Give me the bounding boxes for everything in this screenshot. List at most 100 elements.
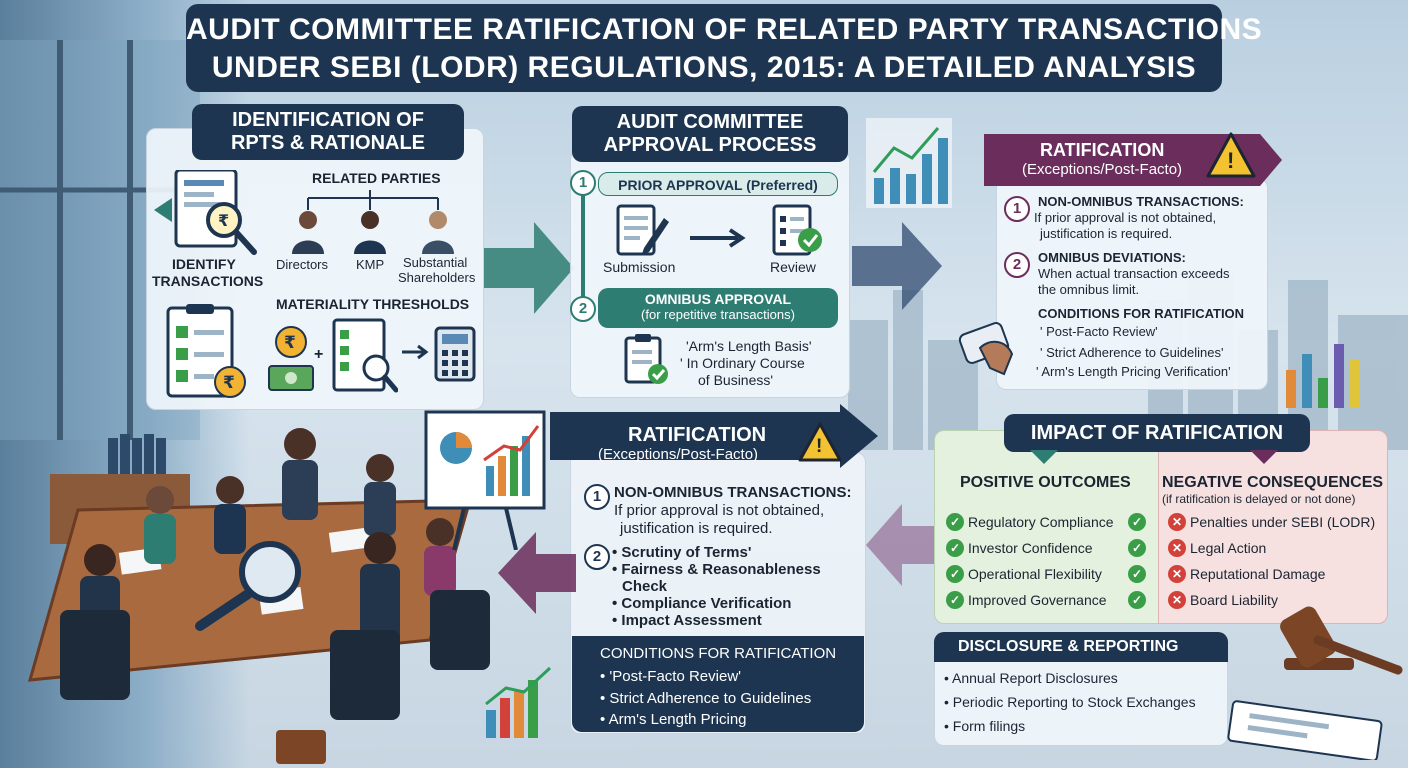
approval-header-line-1: AUDIT COMMITTEE	[616, 111, 804, 133]
condition-arms-length-center: • Arm's Length Pricing	[600, 711, 747, 728]
step-1-number: 1	[570, 170, 596, 196]
checklist-icon: ₹	[166, 304, 246, 398]
disclosure-header: DISCLOSURE & REPORTING	[958, 638, 1179, 655]
impact-header-pointers	[1030, 450, 1278, 464]
compliance-bullet: • Compliance Verification	[612, 595, 792, 612]
condition-arms-length-right: ' Arm's Length Pricing Verification'	[1036, 364, 1231, 379]
related-parties-label: RELATED PARTIES	[312, 170, 441, 186]
conditions-title-center: CONDITIONS FOR RATIFICATION	[600, 645, 837, 662]
warning-mark-center: !	[816, 436, 823, 457]
flow-arrow-purple-left	[498, 532, 576, 614]
flow-arrow-navy	[852, 222, 942, 310]
document-search-icon: ₹	[154, 170, 257, 255]
identification-header: IDENTIFICATION OF RPTS & RATIONALE	[192, 104, 464, 160]
approval-header: AUDIT COMMITTEE APPROVAL PROCESS	[572, 106, 848, 162]
growth-chart-icon	[485, 666, 552, 738]
bar-chart-icon	[866, 118, 952, 208]
ratification-center-subtitle: (Exceptions/Post-Facto)	[598, 446, 759, 463]
ratification-center-header-bg	[550, 404, 878, 468]
arrow-right-icon	[402, 344, 429, 360]
person-icon	[354, 211, 386, 254]
flow-arrow-teal	[484, 222, 574, 314]
page-title: AUDIT COMMITTEE RATIFICATION OF RELATED …	[186, 4, 1263, 92]
cross-icon: ✕	[1168, 539, 1186, 557]
calculator-icon	[434, 326, 476, 382]
non-omnibus-title-right: NON-OMNIBUS TRANSACTIONS:	[1038, 194, 1244, 209]
rupee-coin-icon: ₹	[268, 326, 314, 391]
check-icon: ✓	[1128, 539, 1146, 557]
condition-post-facto-center: • 'Post-Facto Review'	[600, 668, 742, 685]
disclosure-item-1: • Annual Report Disclosures	[944, 670, 1118, 686]
party-directors: Directors	[276, 257, 329, 272]
negative-item-4: Board Liability	[1190, 592, 1278, 608]
impact-header: IMPACT OF RATIFICATION	[1004, 414, 1310, 452]
warning-icon	[798, 422, 842, 462]
person-icon	[422, 211, 454, 254]
handshake-icon	[958, 322, 1014, 376]
criterion-ordinary-course-2: of Business'	[698, 372, 774, 388]
ratification-center-num-2: 2	[584, 544, 610, 570]
prior-approval-pill: PRIOR APPROVAL (Preferred)	[598, 172, 838, 196]
check-icon: ✓	[946, 565, 964, 583]
identification-header-line-2: RPTS & RATIONALE	[230, 132, 426, 154]
omnibus-deviations-line-2: the omnibus limit.	[1038, 282, 1140, 297]
cross-icon: ✕	[1168, 591, 1186, 609]
check-icon: ✓	[946, 539, 964, 557]
title-line-2: UNDER SEBI (LODR) REGULATIONS, 2015: A D…	[211, 51, 1197, 84]
conditions-title-right: CONDITIONS FOR RATIFICATION	[1038, 306, 1245, 321]
omnibus-deviations-title: OMNIBUS DEVIATIONS:	[1038, 250, 1186, 265]
svg-text:₹: ₹	[284, 333, 296, 353]
cross-icon: ✕	[1168, 513, 1186, 531]
materiality-label: MATERIALITY THRESHOLDS	[276, 296, 470, 312]
non-omnibus-line-1-center: If prior approval is not obtained,	[614, 502, 825, 519]
checklist-icon	[332, 318, 398, 393]
review-checklist-icon	[772, 204, 822, 256]
warning-icon	[1206, 132, 1256, 178]
ratification-right-title: RATIFICATION	[1040, 140, 1165, 160]
negative-item-1: Penalties under SEBI (LODR)	[1190, 514, 1376, 530]
omnibus-deviations-line-1: When actual transaction exceeds	[1038, 266, 1230, 281]
positive-item-3: Operational Flexibility	[968, 566, 1102, 582]
title-line-1: AUDIT COMMITTEE RATIFICATION OF RELATED …	[186, 13, 1263, 46]
ratification-right-header-bg	[984, 134, 1282, 186]
ratification-center-num-1: 1	[584, 484, 610, 510]
criterion-arms-length: 'Arm's Length Basis'	[686, 338, 812, 354]
approval-header-line-2: APPROVAL PROCESS	[603, 134, 817, 156]
negative-subtitle: (if ratification is delayed or not done)	[1162, 492, 1356, 506]
party-kmp: KMP	[356, 257, 385, 272]
ratification-right-num-1: 1	[1004, 196, 1030, 222]
condition-post-facto-right: ' Post-Facto Review'	[1040, 324, 1158, 339]
clipboard-check-icon	[624, 334, 668, 384]
non-omnibus-line-1-right: If prior approval is not obtained,	[1034, 210, 1217, 225]
non-omnibus-line-2-center: justification is required.	[620, 520, 773, 537]
disclosure-item-2: • Periodic Reporting to Stock Exchanges	[944, 694, 1196, 710]
negative-item-2: Legal Action	[1190, 540, 1267, 556]
positive-item-1: Regulatory Compliance	[968, 514, 1114, 530]
check-icon: ✓	[1128, 565, 1146, 583]
disclosure-header-bg	[934, 632, 1228, 662]
negative-consequences-box	[1158, 430, 1388, 624]
flow-arrow-purple-in	[866, 504, 938, 586]
condition-strict-right: ' Strict Adherence to Guidelines'	[1040, 345, 1224, 360]
ratification-right-subtitle: (Exceptions/Post-Facto)	[1022, 161, 1183, 178]
check-icon: ✓	[1128, 513, 1146, 531]
bar-chart-icon	[1286, 344, 1360, 408]
disclosure-item-3: • Form filings	[944, 718, 1026, 734]
negative-title: NEGATIVE CONSEQUENCES	[1162, 474, 1384, 491]
check-icon: ✓	[946, 591, 964, 609]
party-substantial: Substantial	[403, 255, 468, 270]
party-shareholders: Shareholders	[398, 270, 476, 285]
svg-text:₹: ₹	[218, 211, 229, 230]
step-connector	[581, 182, 585, 312]
positive-outcomes-box	[934, 430, 1160, 624]
identify-label-2: TRANSACTIONS	[152, 273, 264, 289]
non-omnibus-title-center: NON-OMNIBUS TRANSACTIONS:	[614, 484, 852, 501]
identify-label-1: IDENTIFY	[172, 256, 236, 272]
condition-strict-center: • Strict Adherence to Guidelines	[600, 690, 812, 707]
identification-header-line-1: IDENTIFICATION OF	[232, 109, 424, 131]
omnibus-sub: (for repetitive transactions)	[641, 307, 795, 322]
check-icon: ✓	[1128, 591, 1146, 609]
review-label: Review	[770, 259, 816, 275]
submission-label: Submission	[603, 259, 676, 275]
ratification-right-num-2: 2	[1004, 252, 1030, 278]
